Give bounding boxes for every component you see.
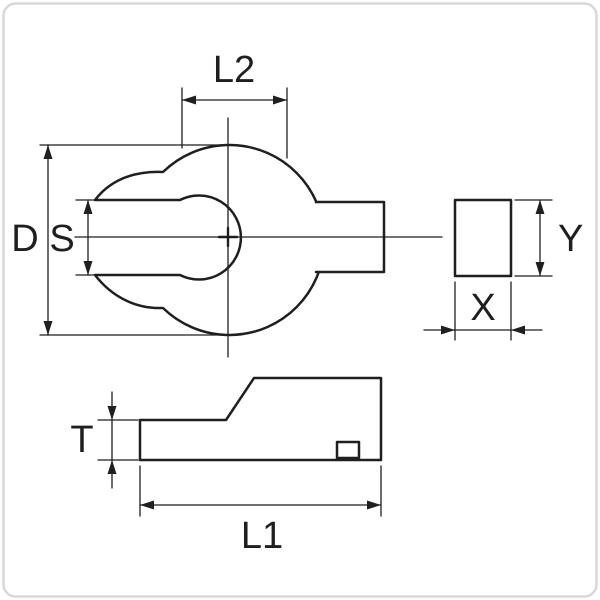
wrench-side-view xyxy=(138,376,383,462)
center-cross-mark xyxy=(217,226,239,248)
arrowhead-up xyxy=(83,200,93,214)
dimension-l2: L2 xyxy=(181,49,288,159)
label-t: T xyxy=(70,419,93,461)
arrowhead-up xyxy=(535,200,545,214)
arrowhead-left xyxy=(182,95,196,105)
arrowhead-down xyxy=(83,261,93,275)
label-l2: L2 xyxy=(213,49,255,91)
dimension-l1: L1 xyxy=(139,465,382,557)
wrench-top-view xyxy=(74,117,443,358)
arrowhead-down xyxy=(107,406,117,420)
arrowhead-down xyxy=(535,262,545,276)
dimension-d: D xyxy=(11,144,223,336)
label-y: Y xyxy=(558,218,583,260)
arrowhead-right xyxy=(441,325,455,335)
label-d: D xyxy=(11,218,38,260)
arrowhead-down xyxy=(43,321,53,335)
square-drive-section xyxy=(453,198,513,278)
arrowhead-left xyxy=(511,325,525,335)
side-profile-outline xyxy=(138,376,383,462)
dimension-x: X xyxy=(423,281,543,341)
pin-detail xyxy=(335,440,361,460)
square-outline xyxy=(453,198,513,278)
arrowhead-up xyxy=(43,145,53,159)
arrowhead-right xyxy=(367,500,381,510)
arrowhead-left xyxy=(140,500,154,510)
arrowhead-right xyxy=(273,95,287,105)
dimension-s: S xyxy=(49,199,97,276)
dimension-y: Y xyxy=(514,199,583,277)
label-x: X xyxy=(470,287,495,329)
label-l1: L1 xyxy=(241,515,283,557)
open-jaw-head-outline xyxy=(93,143,326,337)
arrowhead-up xyxy=(107,460,117,474)
label-s: S xyxy=(49,218,74,260)
dimension-t: T xyxy=(70,391,139,489)
